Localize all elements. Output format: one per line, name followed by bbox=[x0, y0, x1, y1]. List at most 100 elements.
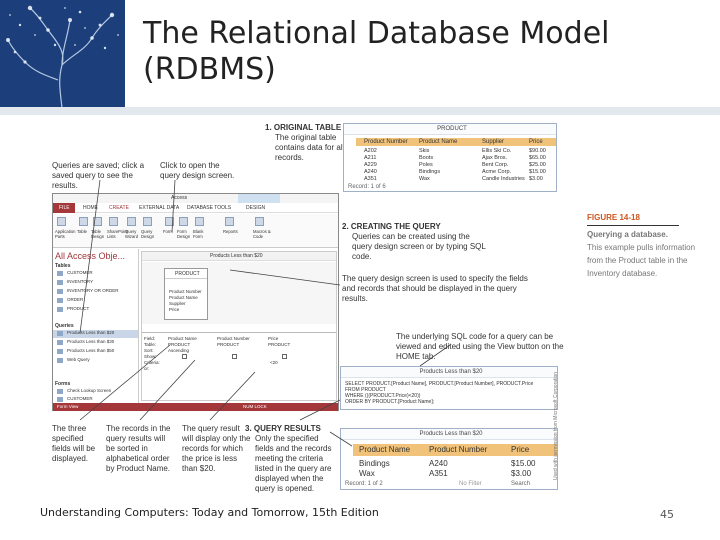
product-table-cell[interactable]: A202 bbox=[364, 148, 377, 154]
tab-external-data[interactable]: EXTERNAL DATA bbox=[139, 205, 180, 211]
show-checkbox[interactable] bbox=[182, 354, 187, 359]
product-table-cell[interactable]: Skis bbox=[419, 148, 430, 154]
results-filter[interactable]: No Filter bbox=[459, 481, 482, 487]
nav-item[interactable]: INVENTORY OR ORDER bbox=[67, 288, 119, 293]
field-item[interactable]: Supplier bbox=[169, 301, 186, 306]
sql-line[interactable]: SELECT PRODUCT.[Product Name], PRODUCT.[… bbox=[345, 381, 534, 387]
nav-item[interactable]: Products Less than $20 bbox=[67, 330, 115, 335]
leader-line bbox=[329, 431, 353, 447]
product-table-cell[interactable]: $65.00 bbox=[529, 155, 546, 161]
results-cell[interactable]: A351 bbox=[429, 469, 448, 478]
product-table-cell[interactable]: Acme Corp. bbox=[482, 169, 512, 175]
query-tab-label[interactable]: Products Less than $20 bbox=[210, 253, 263, 259]
product-table-cell[interactable]: $3.00 bbox=[529, 176, 543, 182]
sql-line[interactable]: FROM PRODUCT bbox=[345, 387, 386, 393]
nav-item[interactable]: CUSTOMER bbox=[67, 270, 93, 275]
results-cell[interactable]: $15.00 bbox=[511, 459, 536, 468]
nav-item-icon bbox=[57, 298, 63, 303]
nav-section-tables[interactable]: Tables bbox=[55, 263, 71, 269]
ribbon-button[interactable]: Form Design bbox=[177, 229, 191, 239]
nav-item[interactable]: Check Lookup Screen bbox=[67, 388, 112, 393]
product-table-cell[interactable]: Boots bbox=[419, 155, 434, 161]
slide-footer: Understanding Computers: Today and Tomor… bbox=[40, 506, 379, 519]
results-header[interactable]: Product Number bbox=[429, 445, 488, 454]
grid-field-cell[interactable]: Price bbox=[268, 336, 279, 341]
results-cell[interactable]: A240 bbox=[429, 459, 448, 468]
product-table-cell[interactable]: Poles bbox=[419, 162, 433, 168]
product-table-cell[interactable]: Candle Industries bbox=[482, 176, 525, 182]
nav-item-icon bbox=[57, 340, 63, 345]
ribbon-button[interactable]: Blank Form bbox=[193, 229, 204, 239]
product-table-cell[interactable]: A240 bbox=[364, 169, 377, 175]
results-cell[interactable]: $3.00 bbox=[511, 469, 532, 478]
ribbon-button[interactable]: Table Design bbox=[91, 229, 105, 239]
grid-field-cell[interactable]: Product Number bbox=[217, 336, 250, 341]
product-table-cell[interactable]: Bindings bbox=[419, 169, 441, 175]
product-table-record-nav[interactable]: Record: 1 of 6 bbox=[348, 184, 386, 190]
price-filter-annotation: The query result will display only the r… bbox=[182, 424, 251, 473]
results-record-nav[interactable]: Record: 1 of 2 bbox=[345, 481, 383, 487]
field-item[interactable]: Price bbox=[169, 307, 180, 312]
nav-section-queries[interactable]: Queries bbox=[55, 323, 74, 329]
results-cell[interactable]: Wax bbox=[359, 469, 375, 478]
results-header[interactable]: Price bbox=[511, 445, 530, 454]
ribbon-button[interactable]: SharePoint Lists bbox=[107, 229, 128, 239]
step1-annotation: 1. ORIGINAL TABLE The original table con… bbox=[265, 123, 345, 163]
product-table-cell[interactable]: A229 bbox=[364, 162, 377, 168]
ribbon-button[interactable]: Table bbox=[77, 229, 88, 234]
show-checkbox[interactable] bbox=[282, 354, 287, 359]
product-table-header[interactable]: Supplier bbox=[482, 139, 505, 145]
ribbon-button[interactable]: Query Design bbox=[141, 229, 155, 239]
product-table-cell[interactable]: Ellis Ski Co. bbox=[482, 148, 512, 154]
nav-item[interactable]: Products Less than $30 bbox=[67, 339, 115, 344]
tab-database-tools[interactable]: DATABASE TOOLS bbox=[187, 205, 232, 211]
product-table-header[interactable]: Product Number bbox=[364, 139, 408, 145]
ribbon-button[interactable]: Macros & Code bbox=[253, 229, 271, 239]
product-table-cell[interactable]: $15.00 bbox=[529, 169, 546, 175]
results-search[interactable]: Search bbox=[511, 481, 531, 487]
product-table-cell[interactable]: $25.00 bbox=[529, 162, 546, 168]
show-checkbox[interactable] bbox=[232, 354, 237, 359]
product-table-header[interactable]: Price bbox=[529, 139, 543, 145]
grid-table-cell[interactable]: PRODUCT bbox=[217, 342, 240, 347]
nav-item[interactable]: Web Query bbox=[67, 357, 90, 362]
nav-item[interactable]: CUSTOMER bbox=[67, 396, 93, 401]
tab-home[interactable]: HOME bbox=[83, 205, 98, 211]
field-item[interactable]: Product Number bbox=[169, 289, 202, 294]
nav-section-forms[interactable]: Forms bbox=[55, 381, 71, 387]
product-table-cell[interactable]: Wax bbox=[419, 176, 430, 182]
nav-item[interactable]: Products Less than $50 bbox=[67, 348, 115, 353]
ribbon-button[interactable]: Application Parts bbox=[55, 229, 76, 239]
ribbon-button[interactable]: Form bbox=[163, 229, 173, 234]
field-item[interactable]: Product Name bbox=[169, 295, 198, 300]
nav-item[interactable]: ORDER bbox=[67, 297, 84, 302]
grid-table-cell[interactable]: PRODUCT bbox=[268, 342, 291, 347]
nav-item-icon bbox=[57, 397, 63, 402]
product-table-cell[interactable]: Bent Corp. bbox=[482, 162, 509, 168]
grid-sort-cell[interactable]: Ascending bbox=[168, 348, 190, 353]
product-table-cell[interactable]: A351 bbox=[364, 176, 377, 182]
product-table-cell[interactable]: Ajax Bros. bbox=[482, 155, 508, 161]
product-table-cell[interactable]: A211 bbox=[364, 155, 377, 161]
product-table-cell[interactable]: $90.00 bbox=[529, 148, 546, 154]
ribbon-button[interactable]: Query Wizard bbox=[125, 229, 139, 239]
nav-item[interactable]: PRODUCT bbox=[67, 306, 90, 311]
tab-create[interactable]: CREATE bbox=[109, 205, 129, 211]
sql-line[interactable]: WHERE (((PRODUCT.Price)<20)) bbox=[345, 393, 421, 399]
access-tab-bar: FILE HOME CREATE EXTERNAL DATA DATABASE … bbox=[53, 203, 338, 213]
grid-criteria-cell[interactable]: <20 bbox=[270, 360, 278, 365]
tab-file[interactable]: FILE bbox=[59, 205, 70, 211]
results-header[interactable]: Product Name bbox=[359, 445, 411, 454]
sql-line[interactable]: ORDER BY PRODUCT.[Product Name]; bbox=[345, 399, 435, 405]
grid-table-cell[interactable]: PRODUCT bbox=[168, 342, 191, 347]
ribbon-button[interactable]: Reports bbox=[223, 229, 238, 234]
grid-row-label: Show: bbox=[144, 354, 157, 359]
product-table-header[interactable]: Product Name bbox=[419, 139, 458, 145]
grid-field-cell[interactable]: Product Name bbox=[168, 336, 197, 341]
nav-item[interactable]: INVENTORY bbox=[67, 279, 94, 284]
product-field-list[interactable]: PRODUCT Product Number Product Name Supp… bbox=[164, 268, 208, 320]
results-cell[interactable]: Bindings bbox=[359, 459, 390, 468]
tab-design[interactable]: DESIGN bbox=[246, 205, 266, 211]
